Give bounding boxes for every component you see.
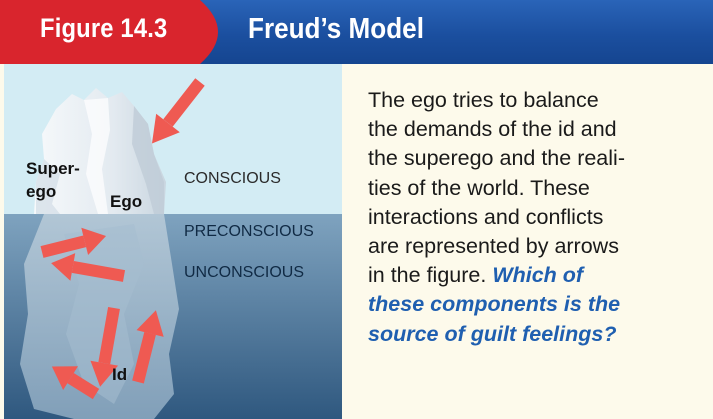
arrow-ego-to-superego	[51, 253, 126, 282]
caption-line: ties of the world. These	[368, 175, 590, 200]
arrow-id-to-superego	[51, 366, 100, 400]
arrow-id-to-ego	[132, 310, 164, 384]
caption-line: in the figure.	[368, 263, 487, 288]
figure-caption: The ego tries to balance the demands of …	[368, 86, 708, 349]
iceberg-diagram: Super- ego Ego Id CONSCIOUS PRECONSCIOUS…	[4, 64, 342, 419]
ego-label: Ego	[110, 192, 142, 211]
arrow-ego-to-id	[90, 306, 120, 387]
caption-line: interactions and conflicts	[368, 204, 604, 229]
arrow-superego-to-ego	[40, 227, 107, 258]
question-text: Which of	[492, 263, 584, 288]
caption-line: the demands of the id and	[368, 117, 617, 142]
question-text: these components is the	[368, 292, 621, 317]
caption-line-with-question: in the figure. Which of	[368, 261, 708, 290]
caption-line: the superego and the reali-	[368, 146, 625, 171]
caption-line: are represented by arrows	[368, 234, 619, 259]
question-text: source of guilt feelings?	[368, 321, 617, 346]
arrow-world-to-ego	[151, 78, 205, 144]
figure-number-tab	[0, 0, 236, 64]
interaction-arrows	[40, 78, 205, 400]
superego-label-line1: Super-	[26, 159, 80, 178]
id-label: Id	[112, 365, 127, 384]
superego-label-line2: ego	[26, 182, 56, 201]
figure-number: Figure 14.3	[40, 13, 168, 43]
unconscious-label: UNCONSCIOUS	[184, 264, 304, 281]
caption-line: The ego tries to balance	[368, 88, 599, 112]
conscious-label: CONSCIOUS	[184, 170, 281, 187]
figure-title: Freud’s Model	[248, 13, 424, 45]
preconscious-label: PRECONSCIOUS	[184, 223, 314, 240]
